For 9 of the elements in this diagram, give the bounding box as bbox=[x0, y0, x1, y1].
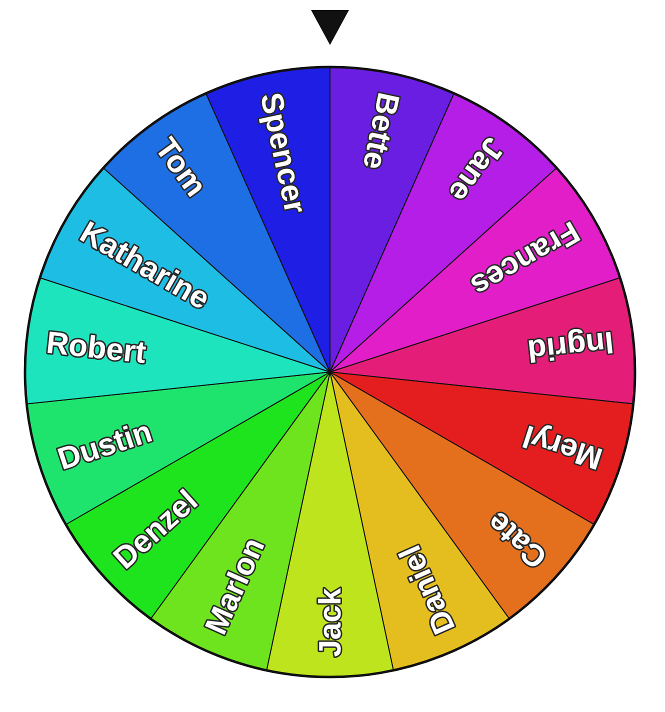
name-label: Robert bbox=[44, 324, 148, 370]
name-label: Bette bbox=[356, 90, 406, 173]
wheel-slice bbox=[266, 372, 394, 678]
wheel-slice bbox=[205, 66, 330, 372]
name-label: Jack bbox=[312, 588, 348, 657]
name-label: Meryl bbox=[518, 418, 606, 477]
name-label: Spencer bbox=[254, 90, 314, 217]
name-label: Dustin bbox=[54, 414, 156, 477]
name-label: Ingrid bbox=[526, 324, 616, 369]
